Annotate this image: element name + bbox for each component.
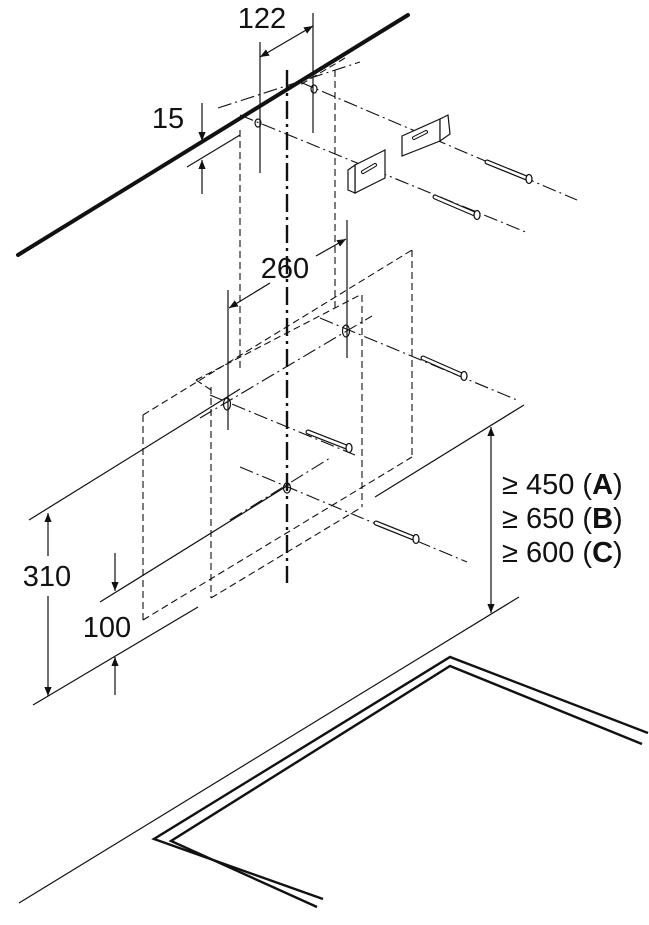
dimension-label-310: 310 (23, 561, 71, 593)
dimension-122 (259, 13, 314, 173)
dimension-label-122: 122 (238, 3, 286, 35)
keyhole (222, 397, 232, 411)
dimension-label-100: 100 (83, 612, 131, 644)
keyhole (341, 324, 351, 338)
screws (305, 159, 533, 545)
screw-icon (484, 159, 533, 185)
hood-outline-front (195, 293, 363, 599)
cooktop-outline (151, 655, 649, 909)
hood-outline-upper (239, 57, 346, 370)
dimension-260 (227, 220, 348, 430)
screw-icon (373, 520, 420, 545)
ceiling-line (16, 13, 410, 257)
clearance-c: ≥ 600 (C) (502, 537, 623, 569)
mounting-bracket (347, 149, 386, 194)
clearance-b: ≥ 650 (B) (502, 503, 623, 535)
dimension-100 (99, 483, 291, 695)
dimension-310 (28, 388, 241, 706)
screw-icon (432, 194, 481, 221)
dimension-label-15: 15 (152, 103, 184, 135)
dimension-clearance (18, 404, 525, 904)
screw-icon (420, 355, 468, 382)
clearance-labels: ≥ 450 (A) ≥ 650 (B) ≥ 600 (C) (502, 469, 623, 569)
drill-hole (254, 118, 262, 128)
mounting-bracket (401, 114, 451, 157)
dimension-15 (186, 103, 241, 194)
drill-hole (310, 84, 318, 94)
dimension-label-260: 260 (261, 253, 309, 285)
clearance-a: ≥ 450 (A) (502, 469, 623, 501)
hood-outline-back (142, 249, 413, 621)
screw-icon (305, 429, 353, 454)
